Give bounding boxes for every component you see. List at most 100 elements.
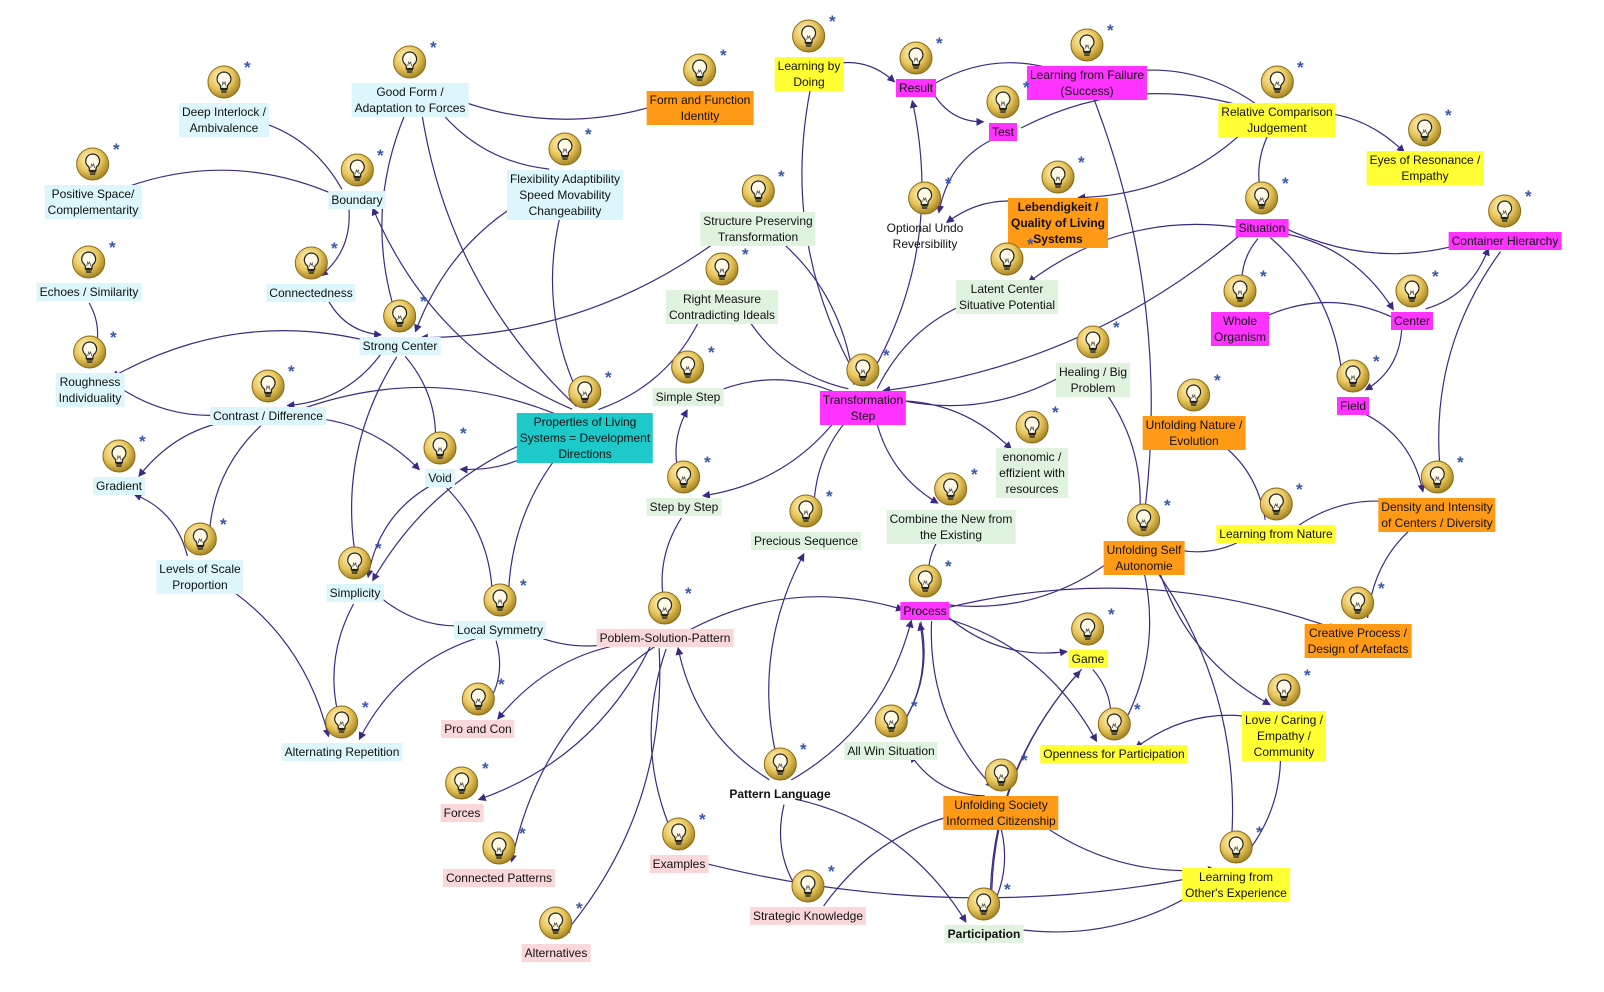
lightbulb-icon[interactable]: * bbox=[207, 59, 251, 99]
node-label[interactable]: Pattern Language bbox=[729, 787, 831, 801]
node-echoes[interactable]: * Echoes / Similarity bbox=[36, 239, 142, 301]
node-right-measure[interactable]: * Right Measure Contradicting Ideals bbox=[665, 246, 779, 324]
node-result[interactable]: * Result bbox=[895, 35, 943, 97]
node-relative-comparison[interactable]: * Relative Comparison Judgement bbox=[1218, 59, 1336, 137]
lightbulb-icon[interactable]: * bbox=[1015, 404, 1059, 444]
star-marker[interactable]: * bbox=[1303, 666, 1311, 685]
star-marker[interactable]: * bbox=[827, 862, 835, 881]
star-marker[interactable]: * bbox=[1213, 371, 1221, 390]
star-marker[interactable]: * bbox=[362, 698, 369, 717]
node-container-hierarchy[interactable]: * Container Hierarchy bbox=[1448, 188, 1562, 250]
node-boundary[interactable]: * Boundary bbox=[328, 147, 386, 209]
star-marker[interactable]: * bbox=[497, 675, 505, 694]
lightbulb-icon[interactable]: * bbox=[383, 293, 427, 333]
node-center[interactable]: * Center bbox=[1390, 268, 1439, 330]
star-marker[interactable]: * bbox=[1077, 153, 1085, 172]
star-marker[interactable]: * bbox=[971, 465, 978, 484]
node-label[interactable]: enonomic / effizient with resources bbox=[996, 448, 1068, 498]
node-eyes-resonance[interactable]: * Eyes of Resonance / Empathy bbox=[1366, 107, 1484, 185]
lightbulb-icon[interactable]: * bbox=[461, 676, 505, 716]
lightbulb-icon[interactable]: * bbox=[789, 488, 833, 528]
node-economic[interactable]: * enonomic / effizient with resources bbox=[996, 404, 1068, 498]
lightbulb-icon[interactable]: * bbox=[908, 175, 952, 215]
node-label[interactable]: Step by Step bbox=[646, 498, 722, 516]
node-learning-doing[interactable]: * Learning by Doing bbox=[774, 13, 844, 91]
star-marker[interactable]: * bbox=[883, 346, 890, 365]
node-game[interactable]: * Game bbox=[1068, 606, 1115, 668]
star-marker[interactable]: * bbox=[1133, 700, 1141, 719]
lightbulb-icon[interactable]: * bbox=[1076, 319, 1120, 359]
star-marker[interactable]: * bbox=[707, 343, 715, 362]
lightbulb-icon[interactable]: * bbox=[1041, 154, 1085, 194]
star-marker[interactable]: * bbox=[1444, 106, 1452, 125]
node-unfolding-nature[interactable]: * Unfolding Nature / Evolution bbox=[1142, 372, 1246, 450]
node-label[interactable]: Contrast / Difference bbox=[210, 407, 326, 425]
lightbulb-icon[interactable]: * bbox=[393, 39, 437, 79]
star-marker[interactable]: * bbox=[799, 740, 807, 759]
node-label[interactable]: Participation bbox=[944, 925, 1024, 943]
star-marker[interactable]: * bbox=[287, 362, 295, 381]
node-label[interactable]: Form and Function Identity bbox=[646, 91, 754, 125]
node-step-by-step[interactable]: * Step by Step bbox=[646, 454, 722, 516]
lightbulb-icon[interactable]: * bbox=[671, 344, 715, 384]
node-whole-organism[interactable]: * Whole Organism bbox=[1210, 268, 1270, 346]
lightbulb-icon[interactable]: * bbox=[1488, 188, 1532, 228]
node-label[interactable]: Flexibility Adaptibility Speed Movabilit… bbox=[506, 170, 624, 220]
lightbulb-icon[interactable]: * bbox=[967, 881, 1011, 921]
star-marker[interactable]: * bbox=[420, 292, 427, 311]
star-marker[interactable]: * bbox=[584, 125, 592, 144]
star-marker[interactable]: * bbox=[1108, 605, 1115, 624]
lightbulb-icon[interactable]: * bbox=[846, 347, 890, 387]
lightbulb-icon[interactable]: * bbox=[1420, 454, 1464, 494]
node-simple-step[interactable]: * Simple Step bbox=[652, 344, 724, 406]
node-openness[interactable]: * Openness for Participation bbox=[1040, 701, 1188, 763]
lightbulb-icon[interactable]: * bbox=[72, 239, 116, 279]
star-marker[interactable]: * bbox=[604, 368, 612, 387]
node-latent-center[interactable]: * Latent Center Situative Potential bbox=[955, 236, 1059, 314]
lightbulb-icon[interactable]: * bbox=[294, 240, 338, 280]
star-marker[interactable]: * bbox=[935, 34, 943, 53]
node-pro-con[interactable]: * Pro and Con bbox=[441, 676, 515, 738]
node-label[interactable]: Unfolding Nature / Evolution bbox=[1142, 416, 1246, 450]
node-label[interactable]: Lebendigkeit / Quality of Living Systems bbox=[1007, 198, 1109, 248]
node-label[interactable]: Situation bbox=[1235, 219, 1289, 237]
node-label[interactable]: Void bbox=[425, 469, 455, 487]
node-label[interactable]: Boundary bbox=[328, 191, 386, 209]
star-marker[interactable]: * bbox=[1023, 78, 1030, 97]
node-label[interactable]: Density and Intensity of Centers / Diver… bbox=[1378, 498, 1496, 532]
node-deep-interlock[interactable]: * Deep Interlock / Ambivalence bbox=[178, 59, 270, 137]
node-label[interactable]: Creative Process / Design of Artefacts bbox=[1304, 624, 1412, 658]
node-label[interactable]: Optional Undo Reversibility bbox=[886, 221, 964, 251]
lightbulb-icon[interactable]: * bbox=[908, 558, 952, 598]
star-marker[interactable]: * bbox=[1052, 403, 1059, 422]
node-test[interactable]: * Test bbox=[986, 79, 1030, 141]
lightbulb-icon[interactable]: * bbox=[1245, 175, 1289, 215]
star-marker[interactable]: * bbox=[1259, 267, 1267, 286]
node-connected-patterns[interactable]: * Connected Patterns bbox=[442, 825, 556, 887]
node-learning-failure[interactable]: * Learning from Failure (Success) bbox=[1026, 22, 1148, 100]
node-participation[interactable]: * Participation bbox=[944, 881, 1024, 943]
node-pattern-language[interactable]: * Pattern Language bbox=[726, 741, 833, 803]
lightbulb-icon[interactable]: * bbox=[325, 699, 369, 739]
node-label[interactable]: Learning from Failure (Success) bbox=[1026, 66, 1148, 100]
star-marker[interactable]: * bbox=[377, 146, 384, 165]
node-label[interactable]: Unfolding Society Informed Citizenship bbox=[943, 796, 1059, 830]
lightbulb-icon[interactable]: * bbox=[741, 168, 785, 208]
node-label[interactable]: Right Measure Contradicting Ideals bbox=[665, 290, 779, 324]
node-label[interactable]: Gradient bbox=[92, 477, 146, 495]
star-marker[interactable]: * bbox=[699, 810, 706, 829]
lightbulb-icon[interactable]: * bbox=[648, 585, 692, 625]
star-marker[interactable]: * bbox=[460, 424, 467, 443]
lightbulb-icon[interactable]: * bbox=[445, 760, 489, 800]
node-connectedness[interactable]: * Connectedness bbox=[266, 240, 356, 302]
star-marker[interactable]: * bbox=[520, 576, 527, 595]
star-marker[interactable]: * bbox=[742, 245, 749, 264]
star-marker[interactable]: * bbox=[575, 899, 583, 918]
lightbulb-icon[interactable]: * bbox=[791, 863, 835, 903]
lightbulb-icon[interactable]: * bbox=[1223, 268, 1267, 308]
node-unfolding-self[interactable]: * Unfolding Self Autonomie bbox=[1103, 497, 1185, 575]
node-gradient[interactable]: * Gradient bbox=[92, 433, 146, 495]
lightbulb-icon[interactable]: * bbox=[934, 466, 978, 506]
node-strategic-knowledge[interactable]: * Strategic Knowledge bbox=[749, 863, 867, 925]
node-label[interactable]: Examples bbox=[649, 855, 709, 873]
